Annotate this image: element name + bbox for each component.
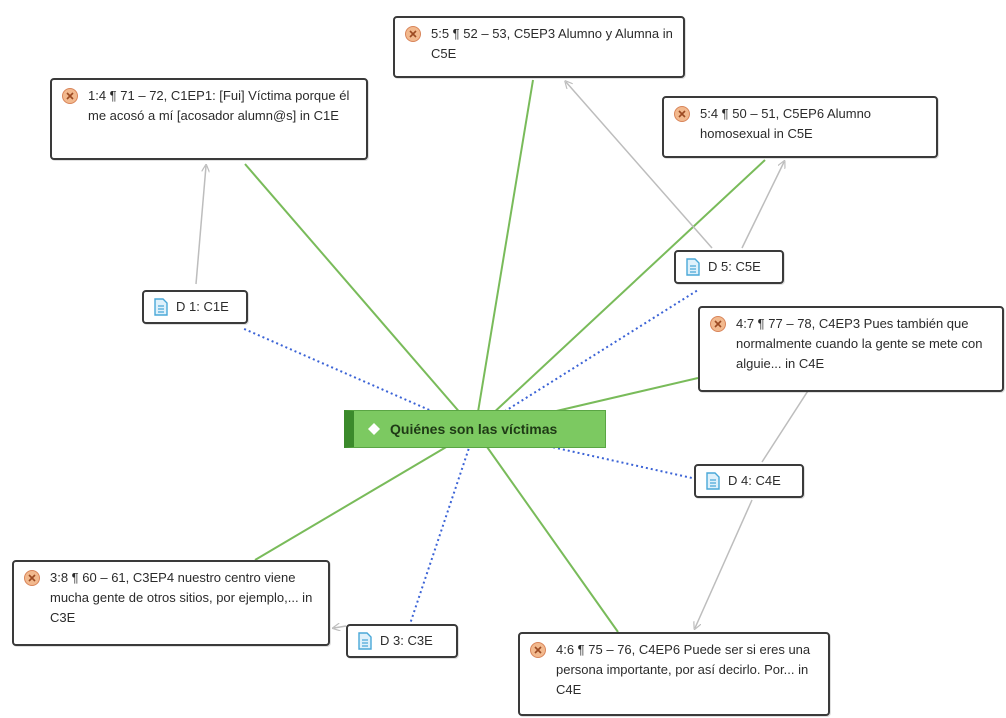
quotation-icon	[24, 570, 40, 586]
quotation-text: 4:6 ¶ 75 – 76, C4EP6 Puede ser si eres u…	[556, 642, 811, 697]
document-label: D 4: C4E	[728, 473, 781, 488]
link-d5-q3	[741, 162, 784, 249]
document-label: D 1: C1E	[176, 299, 229, 314]
document-icon	[686, 258, 700, 276]
link-d3-q5	[334, 626, 347, 628]
quotation-node-q2[interactable]: 5:5 ¶ 52 – 53, C5EP3 Alumno y Alumna in …	[393, 16, 685, 78]
link-code-q1	[244, 163, 476, 431]
link-code-d1	[241, 327, 476, 431]
link-d5-q2	[566, 82, 713, 249]
link-code-d5	[474, 289, 699, 431]
quotation-node-q3[interactable]: 5:4 ¶ 50 – 51, C5EP6 Alumno homosexual i…	[662, 96, 938, 158]
link-code-d3	[409, 429, 476, 625]
document-label: D 5: C5E	[708, 259, 761, 274]
quotation-text: 5:4 ¶ 50 – 51, C5EP6 Alumno homosexual i…	[700, 106, 872, 141]
quotation-node-q5[interactable]: 3:8 ¶ 60 – 61, C3EP4 nuestro centro vien…	[12, 560, 330, 646]
quotation-node-q6[interactable]: 4:6 ¶ 75 – 76, C4EP6 Puede ser si eres u…	[518, 632, 830, 716]
document-icon	[154, 298, 168, 316]
quotation-icon	[530, 642, 546, 658]
quotation-icon	[674, 106, 690, 122]
quotation-icon	[62, 88, 78, 104]
link-code-q3	[474, 159, 766, 431]
document-icon	[706, 472, 720, 490]
quotation-icon	[710, 316, 726, 332]
code-label: Quiénes son las víctimas	[390, 421, 558, 437]
document-node-d3[interactable]: D 3: C3E	[346, 624, 458, 658]
link-d1-q1	[195, 166, 206, 285]
quotation-icon	[405, 26, 421, 42]
code-diamond-icon	[368, 423, 380, 435]
link-code-d4	[474, 429, 693, 479]
quotation-text: 4:7 ¶ 77 – 78, C4EP3 Pues también que no…	[736, 316, 983, 371]
document-node-d1[interactable]: D 1: C1E	[142, 290, 248, 324]
quotation-node-q4[interactable]: 4:7 ¶ 77 – 78, C4EP3 Pues también que no…	[698, 306, 1004, 392]
link-code-q5	[254, 429, 476, 561]
document-node-d5[interactable]: D 5: C5E	[674, 250, 784, 284]
quotation-text: 3:8 ¶ 60 – 61, C3EP4 nuestro centro vien…	[50, 570, 313, 625]
document-label: D 3: C3E	[380, 633, 433, 648]
document-icon	[358, 632, 372, 650]
document-node-d4[interactable]: D 4: C4E	[694, 464, 804, 498]
quotation-text: 1:4 ¶ 71 – 72, C1EP1: [Fui] Víctima porq…	[88, 88, 350, 123]
link-code-q6	[474, 429, 619, 633]
quotation-node-q1[interactable]: 1:4 ¶ 71 – 72, C1EP1: [Fui] Víctima porq…	[50, 78, 368, 160]
link-d4-q6	[695, 499, 753, 628]
link-code-q2	[474, 79, 534, 431]
quotation-text: 5:5 ¶ 52 – 53, C5EP3 Alumno y Alumna in …	[431, 26, 673, 61]
code-node-central[interactable]: Quiénes son las víctimas	[344, 410, 606, 448]
